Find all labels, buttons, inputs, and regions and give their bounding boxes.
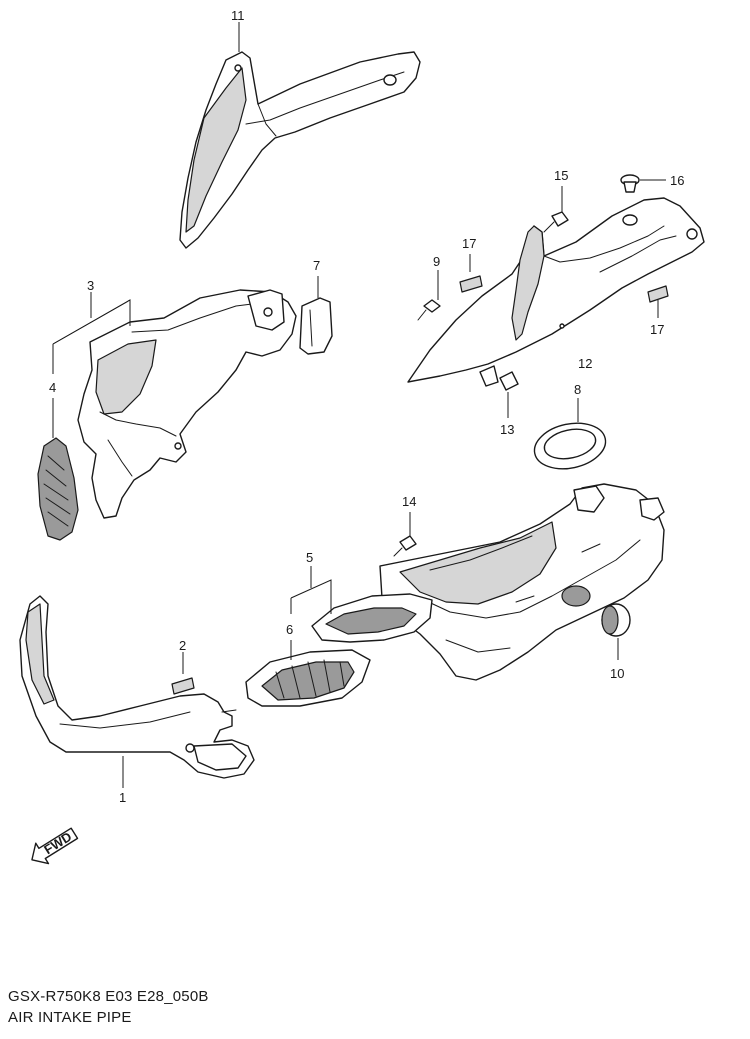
part-16-clip [620,174,666,193]
callout-11: 11 [231,8,245,23]
diagram-code: GSX-R750K8 E03 E28_050B [8,988,209,1005]
callout-8: 8 [574,382,581,397]
callout-15: 15 [554,168,568,183]
part-10-grommet [601,603,631,660]
part-7-seal [299,276,333,355]
part-14-screw [393,512,417,557]
part-5-inner-duct [310,566,433,643]
part-2-label [171,652,195,695]
part-13-nut [499,371,519,418]
part-17-label-a [459,254,483,293]
callout-5: 5 [306,550,313,565]
callout-17-lower: 17 [650,322,664,337]
part-11-upper-duct [179,22,421,249]
callout-2: 2 [179,638,186,653]
fwd-arrow-icon: FWD [31,827,79,865]
callout-9: 9 [433,254,440,269]
part-9-screw [417,270,441,321]
callout-16: 16 [670,173,684,188]
callout-3: 3 [87,278,94,293]
callout-1: 1 [119,790,126,805]
part-12-side-cover [407,197,705,387]
part-17-label-b [647,285,669,318]
callout-12: 12 [578,356,592,371]
part-1-lower-duct [19,595,255,788]
callout-7: 7 [313,258,320,273]
part-8-grommet [533,398,607,470]
part-3-left-duct [77,289,297,519]
callout-4: 4 [49,380,56,395]
callout-6: 6 [286,622,293,637]
callout-13: 13 [500,422,514,437]
main-air-duct [379,483,665,681]
diagram-title: AIR INTAKE PIPE [8,1009,132,1026]
part-6-grille [245,649,371,707]
callout-17-upper: 17 [462,236,476,251]
part-15-screw [543,186,569,233]
callout-14: 14 [402,494,416,509]
callout-10: 10 [610,666,624,681]
part-4-screen [37,437,79,541]
